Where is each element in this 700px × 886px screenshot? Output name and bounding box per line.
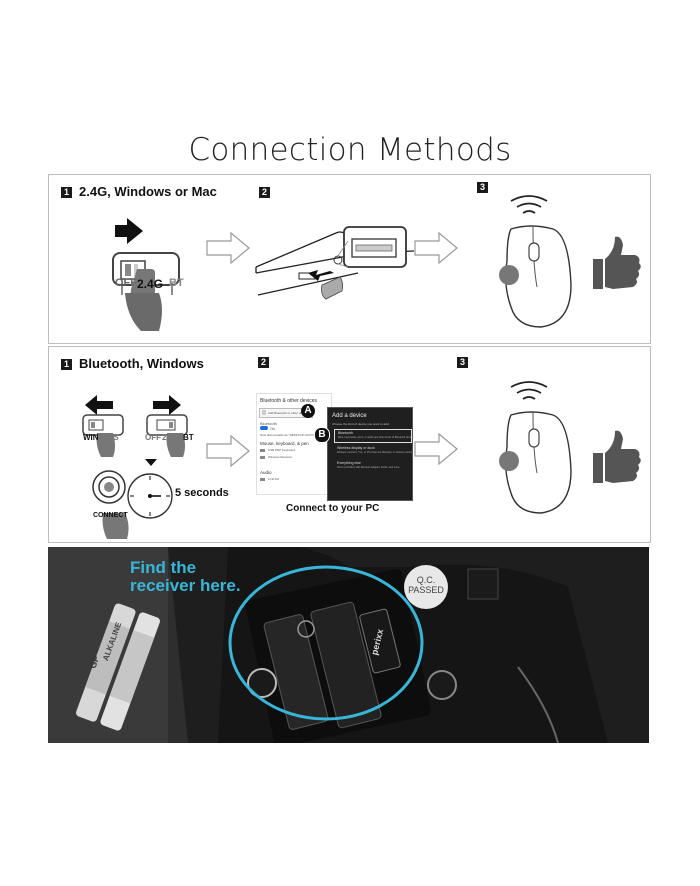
bluetooth-label: Bluetooth — [260, 421, 277, 426]
dialog-subtitle: Choose the kind of device you want to ad… — [332, 422, 390, 426]
bluetooth-toggle[interactable] — [260, 426, 268, 430]
switch-2g4-label: 2.4G — [162, 433, 180, 442]
device-item: LCD-PH — [268, 477, 280, 481]
receiver-callout: Find the receiver here. — [130, 559, 241, 595]
windows-settings-screen: Bluetooth & other devices Add Bluetooth … — [256, 393, 332, 495]
method-2g4-panel: 1 2.4G, Windows or Mac 2 3 OFF 2.4G BT — [48, 174, 651, 344]
next-arrow-icon — [414, 432, 458, 466]
step-label: 2.4G, Windows or Mac — [79, 184, 217, 199]
next-arrow-icon — [206, 231, 250, 265]
trackball-mouse-illustration — [499, 381, 572, 514]
switch-bt-label: BT — [169, 277, 184, 289]
switch-off-label: OFF — [145, 433, 161, 442]
trackball-mouse-illustration — [499, 195, 572, 328]
switch-os-label: OS — [107, 433, 119, 442]
down-arrow-icon — [145, 459, 157, 466]
receiver-highlight-circle — [228, 565, 424, 721]
step-number: 3 — [477, 182, 488, 193]
trackball-icon — [499, 265, 519, 285]
aa-battery-icon — [76, 603, 160, 731]
section-mouse: Mouse, keyboard, & pen — [260, 441, 309, 446]
wireless-display-option[interactable]: Wireless display or dock Wireless monito… — [337, 446, 412, 454]
callout-badge-b: B — [314, 427, 330, 443]
bluetooth-toggle-state: On — [270, 426, 276, 431]
mouse-underside-image — [48, 547, 649, 743]
hold-time-label: 5 seconds — [175, 487, 229, 499]
step-number: 2 — [258, 357, 269, 368]
page-title: Connection Methods — [188, 132, 512, 168]
qc-sticker — [404, 565, 448, 609]
callout-badge-a: A — [301, 404, 315, 418]
next-arrow-icon — [414, 231, 458, 265]
step-number: 1 — [61, 187, 72, 198]
thumbs-up-icon — [593, 236, 641, 289]
step-number: 3 — [457, 357, 468, 368]
qc-passed-label: Q.C. PASSED — [408, 575, 444, 595]
bluetooth-option[interactable]: Bluetooth Mice, keyboards, pens, or audi… — [334, 429, 414, 443]
step-label: Bluetooth, Windows — [79, 356, 204, 371]
device-item: Wireless Receiver — [268, 455, 293, 459]
add-device-dialog: Add a device Choose the kind of device y… — [327, 407, 414, 501]
dialog-title: Add a device — [332, 413, 367, 419]
timer-clock-icon — [127, 473, 173, 519]
settings-title: Bluetooth & other devices — [260, 398, 317, 404]
battery-compartment-photo: Find the receiver here. Q.C. PASSED GP A… — [48, 547, 649, 743]
usb-receiver-icon — [321, 276, 344, 300]
callout-line: Find the — [130, 558, 197, 577]
switch-bt-label: BT — [183, 433, 194, 442]
slide-right-arrow-icon — [115, 218, 143, 244]
next-arrow-icon — [206, 434, 250, 468]
thumbs-up-icon — [593, 430, 641, 483]
wireless-signal-icon — [510, 381, 548, 388]
slide-right-arrow-icon — [153, 395, 181, 415]
connect-caption: Connect to your PC — [286, 503, 380, 514]
wireless-signal-icon — [510, 195, 548, 202]
method-bluetooth-panel: 1 Bluetooth, Windows 2 3 WIN OS OFF 2.4G… — [48, 346, 651, 543]
trackball-icon — [499, 451, 519, 471]
connect-button-illustration — [92, 470, 129, 539]
mode-switch-illustration — [112, 218, 180, 331]
callout-line: receiver here. — [130, 576, 241, 595]
switch-win-label: WIN — [83, 433, 99, 442]
finger-icon — [166, 433, 185, 457]
device-item: USB PNP Keyboard — [268, 448, 295, 452]
switch-knob — [125, 264, 131, 276]
switch-off-label: OFF — [115, 277, 137, 289]
finger-icon — [96, 433, 115, 457]
slide-left-arrow-icon — [85, 395, 113, 415]
everything-else-option[interactable]: Everything else Xbox controllers with Wi… — [337, 461, 400, 469]
laptop-usb-illustration — [255, 226, 414, 300]
usb-receiver-icon — [359, 608, 401, 674]
insert-arrow-icon — [308, 270, 334, 281]
finger-icon — [102, 513, 129, 539]
os-switch-illustration — [82, 395, 124, 457]
section-audio: Audio — [260, 470, 272, 475]
bt-switch-illustration — [146, 395, 188, 457]
switch-2g4-label: 2.4G — [137, 277, 164, 291]
connect-label: CONNECT — [93, 512, 128, 519]
step-number: 2 — [259, 187, 270, 198]
discoverable-text: Now discoverable as "DESKTOP-XXXXX" — [260, 433, 316, 437]
step-number: 1 — [61, 359, 72, 370]
